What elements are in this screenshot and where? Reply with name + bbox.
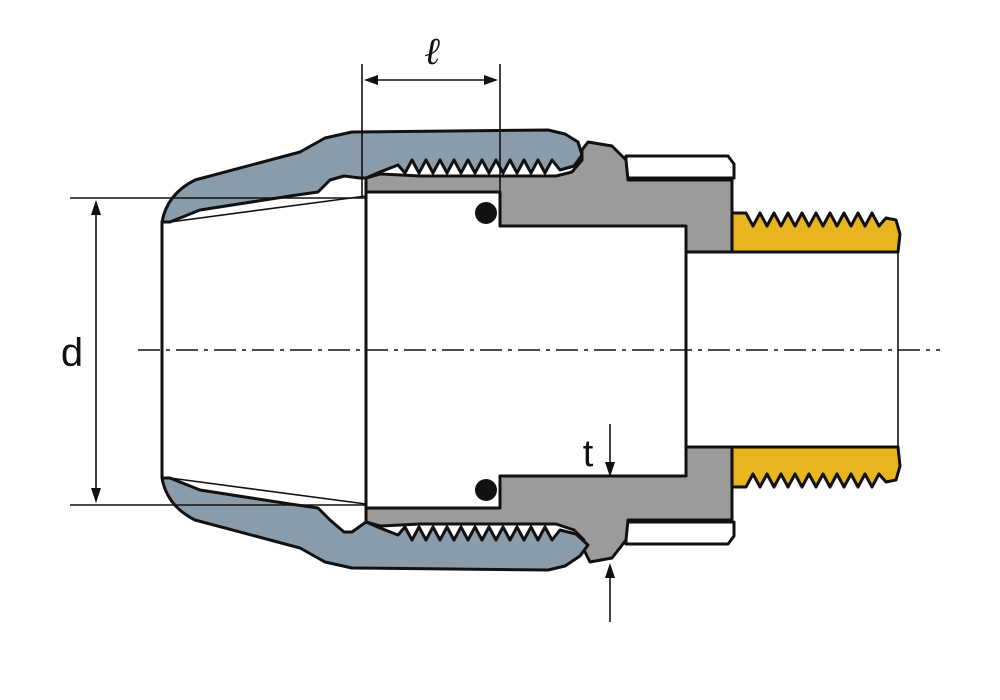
o-ring-upper [475,202,497,224]
length-label: ℓ [424,31,440,73]
length-arrow-left [364,75,378,85]
body-upper [364,140,734,254]
o-ring-lower [475,479,497,501]
diameter-label: d [61,331,83,375]
length-arrow-right [484,75,498,85]
diameter-arrow-top [91,200,101,215]
white-sleeve-upper [624,154,736,180]
thickness-arrow-bottom [605,563,615,578]
nut-inner-taper-upper [169,195,367,223]
white-sleeve-lower [624,520,736,546]
thickness-label: t [583,433,594,475]
diameter-arrow-bottom [91,488,101,503]
nut-upper [160,128,584,224]
nut-lower [160,476,590,572]
brass-thread-upper [730,211,902,254]
body-lower [364,445,734,564]
brass-thread-lower [730,445,902,489]
thickness-arrow-top [605,462,615,477]
nut-inner-taper-lower [169,477,367,505]
